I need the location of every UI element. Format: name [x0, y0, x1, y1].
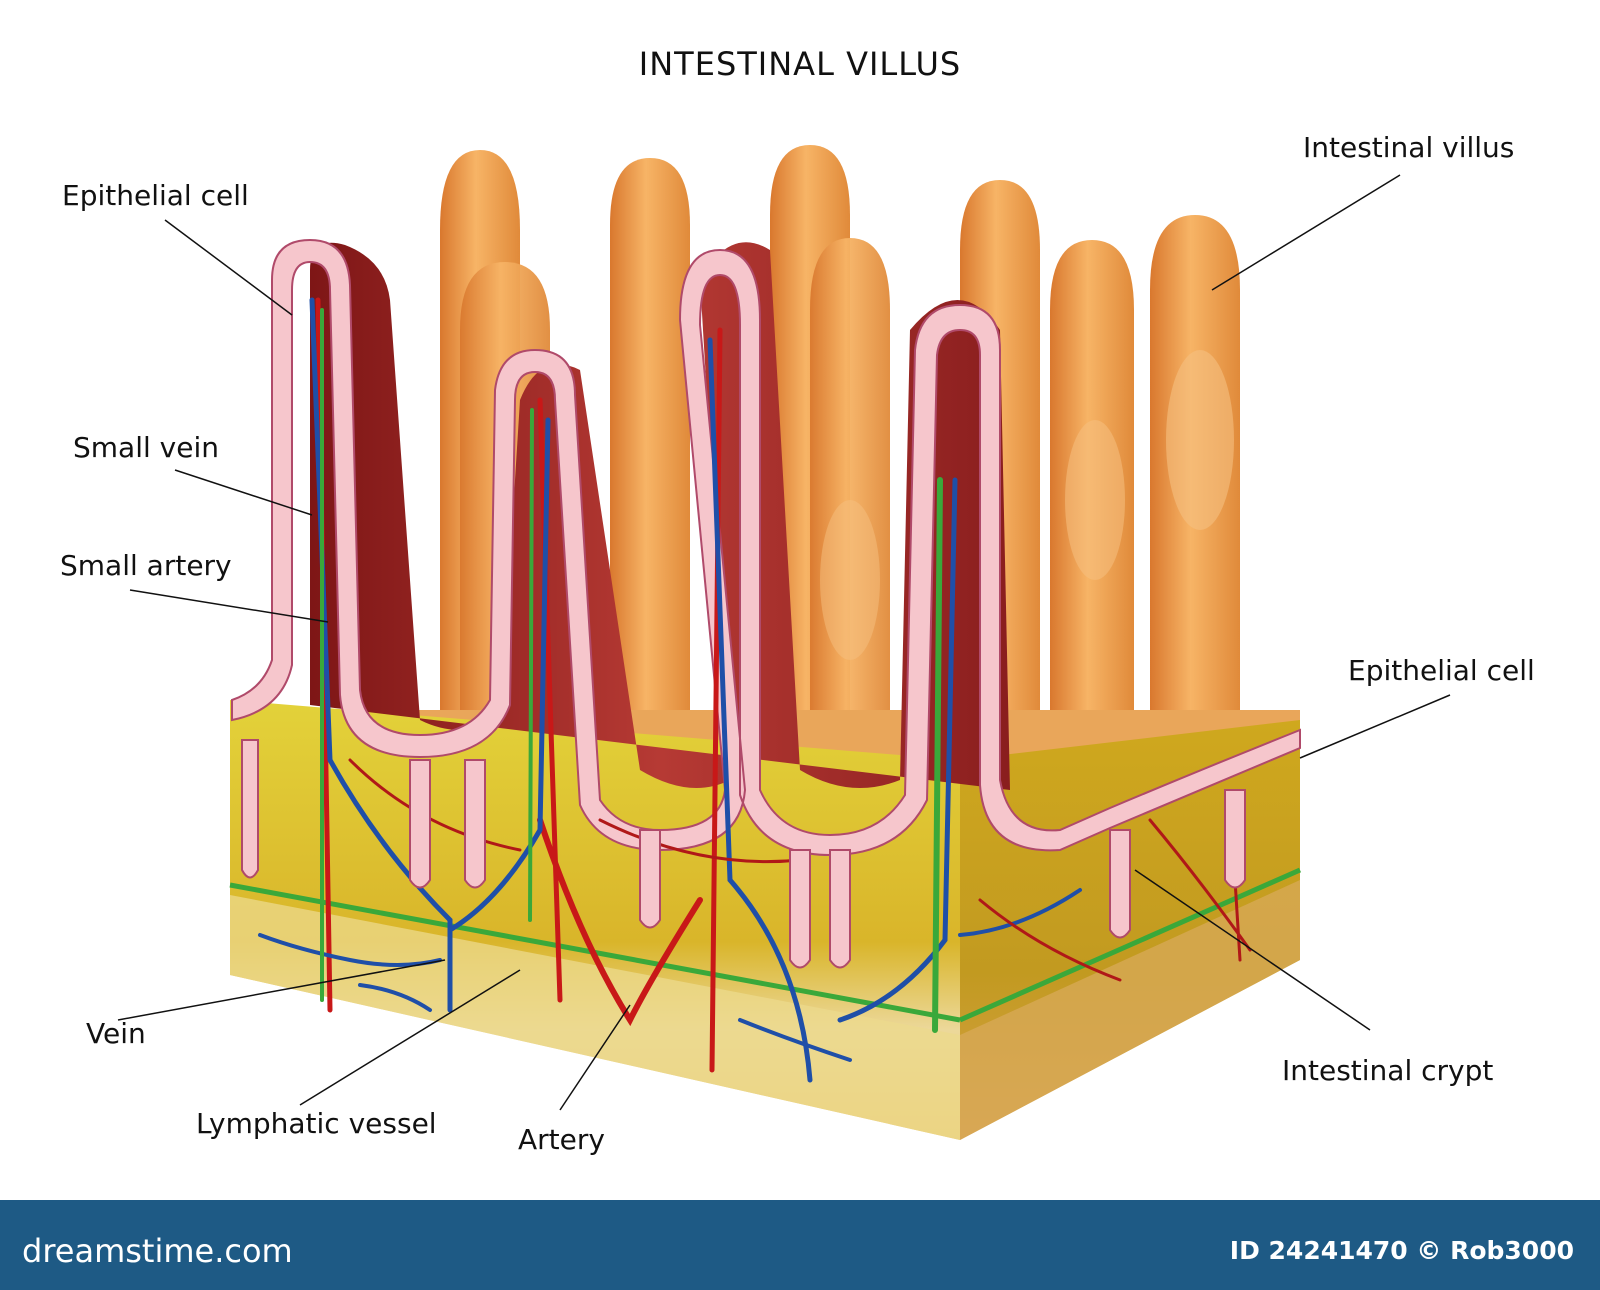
villus-back-8	[810, 238, 890, 740]
label-epithelial-cell-right: Epithelial cell	[1348, 654, 1535, 687]
leader-epithelial-cell-left	[164, 219, 293, 316]
label-intestinal-crypt: Intestinal crypt	[1282, 1054, 1494, 1087]
vein-network	[258, 888, 1082, 1062]
tissue-deep-layer-front	[230, 895, 960, 1140]
artery-vessel-4	[537, 817, 703, 1027]
leader-vein	[117, 959, 446, 1021]
label-lymphatic-vessel: Lymphatic vessel	[196, 1107, 437, 1140]
footer-site-text: dreamstime.com	[22, 1232, 293, 1270]
leader-lines	[117, 174, 1451, 1111]
leader-artery	[559, 1004, 631, 1111]
diagram-title: INTESTINAL VILLUS	[638, 45, 962, 83]
footer-bar: dreamstime.com ID 24241470 © Rob3000	[0, 1200, 1600, 1290]
crypt-2	[409, 759, 431, 889]
label-small-artery: Small artery	[60, 549, 232, 582]
artery-vessel-2	[537, 397, 563, 1003]
villus-back-2	[610, 158, 690, 720]
leader-lymphatic-vessel	[299, 969, 521, 1106]
crypt-5	[789, 849, 811, 969]
crypt-3	[464, 759, 486, 889]
leader-small-vein	[174, 469, 313, 516]
crypt-4	[639, 829, 661, 929]
label-epithelial-cell-left: Epithelial cell	[62, 179, 249, 212]
leader-intestinal-crypt	[1134, 869, 1371, 1031]
lymph-vessel-2	[528, 408, 534, 922]
crypt-8	[1224, 789, 1246, 889]
vein-vessel-1	[309, 297, 453, 1013]
crypt-6	[829, 849, 851, 969]
footer-id-credit: ID 24241470 © Rob3000	[1229, 1236, 1574, 1265]
crypt-1	[241, 739, 259, 879]
label-intestinal-villus: Intestinal villus	[1303, 131, 1515, 164]
lymph-layer-side	[958, 867, 1302, 1023]
leader-epithelial-cell-right	[1299, 694, 1451, 759]
epithelium-cut-outline	[231, 238, 1301, 857]
artery-vessel-3	[709, 327, 723, 1073]
leader-small-artery	[129, 589, 329, 623]
label-vein: Vein	[86, 1017, 146, 1050]
lymph-vessel-3	[932, 477, 943, 1033]
vein-vessel-4	[837, 477, 958, 1023]
crypts-group	[241, 739, 1246, 969]
vein-vessel-2	[447, 417, 551, 933]
vessels-group	[258, 297, 1252, 1083]
tissue-deep-layer-side	[960, 880, 1300, 1140]
leader-intestinal-villus	[1211, 174, 1401, 291]
label-small-vein: Small vein	[73, 431, 219, 464]
vein-vessel-3	[707, 337, 813, 1083]
label-artery: Artery	[518, 1123, 605, 1156]
crypt-7	[1109, 829, 1131, 939]
